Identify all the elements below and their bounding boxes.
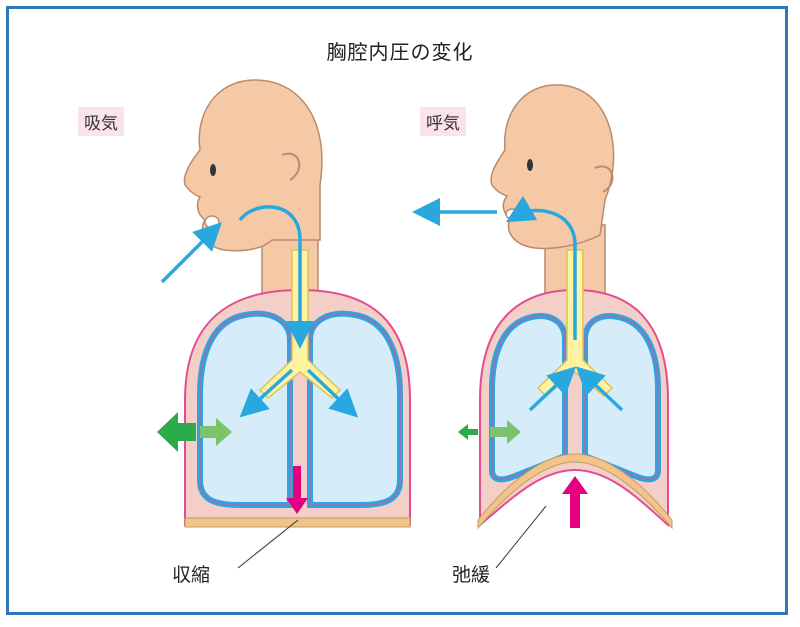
inhale-figure	[157, 79, 411, 569]
diaphragm	[184, 517, 411, 528]
diaphragm-arrow-icon	[562, 476, 588, 528]
diaphragm	[477, 453, 673, 530]
contraction-label: 収縮	[172, 564, 211, 586]
airflow-arrow-icon	[239, 368, 294, 418]
ear	[281, 152, 301, 181]
inhale-tag: 吸気	[78, 107, 124, 136]
ear	[594, 165, 614, 193]
eye	[527, 159, 533, 171]
airflow-arrow-icon	[160, 222, 222, 284]
diaphragm-arrow-icon	[286, 466, 308, 514]
diagram-frame	[6, 6, 788, 615]
airflow-arrow-icon	[238, 205, 314, 349]
exhale-tag: 呼気	[420, 107, 466, 136]
mouth	[204, 215, 220, 229]
head	[490, 84, 615, 250]
mouth	[505, 208, 519, 220]
relaxation-label: 弛緩	[452, 564, 491, 586]
pressure-arrow-icon	[157, 412, 196, 452]
right-lung	[307, 310, 403, 508]
airflow-arrow-icon	[528, 366, 577, 412]
leader-line	[237, 519, 299, 569]
leader-line	[495, 505, 547, 569]
airflow-arrow-icon	[575, 366, 624, 412]
exhale-figure	[412, 84, 673, 569]
eye	[210, 164, 216, 176]
diagram-title: 胸腔内圧の変化	[326, 40, 474, 64]
pressure-arrow-icon	[200, 418, 232, 446]
airflow-arrow-icon	[306, 368, 359, 418]
head	[183, 79, 323, 252]
pressure-arrow-icon	[458, 424, 478, 440]
left-lung	[197, 310, 293, 508]
pressure-arrow-icon	[490, 420, 521, 444]
airflow-arrow-icon	[505, 195, 577, 340]
